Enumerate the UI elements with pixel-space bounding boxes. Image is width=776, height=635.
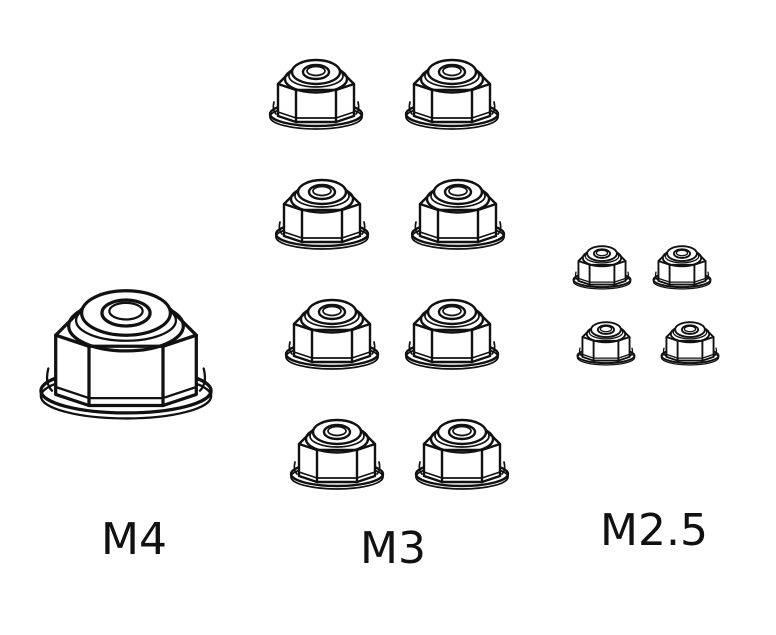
nut-m25-1	[572, 245, 632, 290]
nut-m3-5	[284, 298, 380, 370]
nut-m4-1	[39, 289, 213, 420]
nut-m25-3	[576, 321, 636, 366]
label-m2-5: M2.5	[600, 505, 708, 556]
nut-m3-1	[268, 58, 364, 130]
label-m3: M3	[360, 523, 426, 574]
nut-m3-4	[410, 178, 506, 250]
nut-m3-3	[274, 178, 370, 250]
label-m4: M4	[101, 514, 167, 565]
nut-m3-7	[289, 418, 385, 490]
nut-m3-6	[404, 298, 500, 370]
nut-m3-2	[404, 58, 500, 130]
nut-m3-8	[414, 418, 510, 490]
nut-m25-2	[652, 245, 712, 290]
nut-m25-4	[660, 321, 720, 366]
